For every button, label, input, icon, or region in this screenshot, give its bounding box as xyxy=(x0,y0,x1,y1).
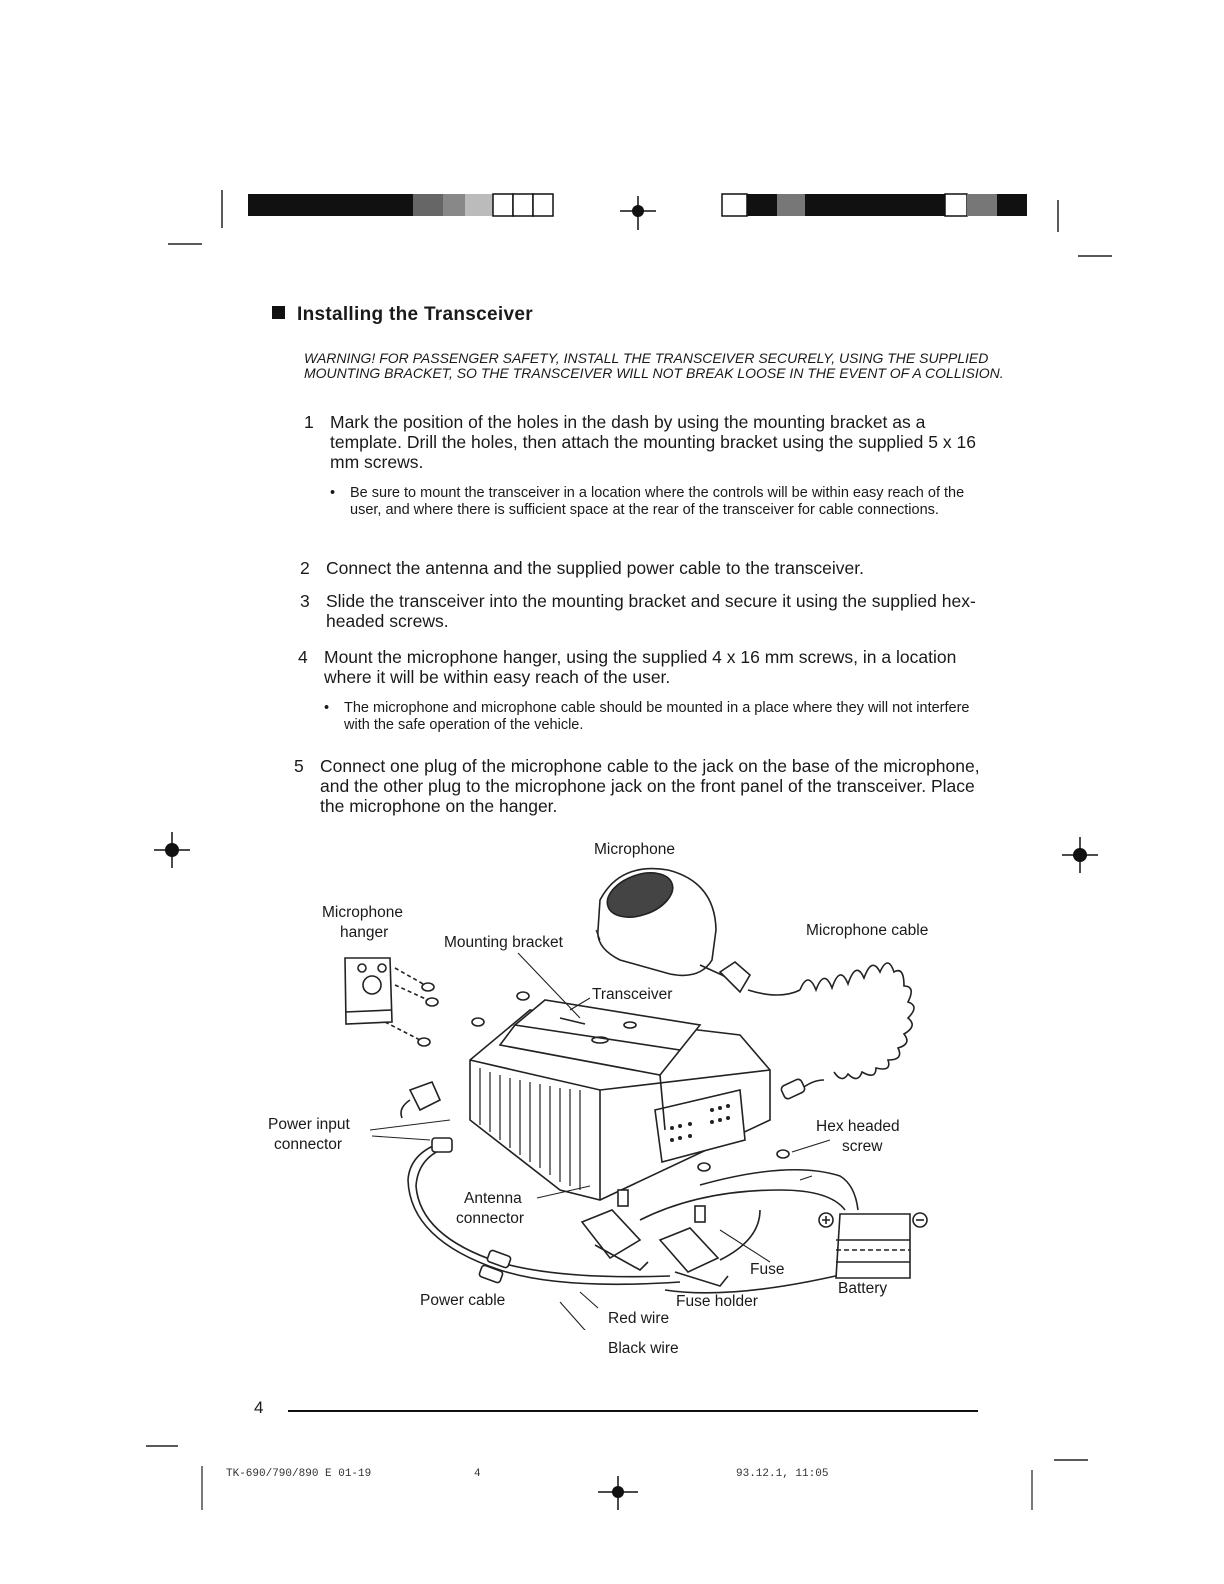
battery-drawing xyxy=(818,1212,928,1279)
label-black-wire: Black wire xyxy=(608,1340,679,1357)
section-heading: Installing the Transceiver xyxy=(272,304,533,326)
registration-marks-bottom xyxy=(146,1445,1088,1510)
fuse-holder-drawing xyxy=(580,1189,729,1287)
label-mounting-bracket: Mounting bracket xyxy=(444,934,563,951)
power-cable-drawing xyxy=(407,1137,681,1286)
label-antenna-line2: connector xyxy=(456,1210,525,1227)
label-microphone-cable: Microphone cable xyxy=(806,922,929,939)
mounting-bracket-drawing xyxy=(498,999,702,1131)
print-timestamp: 93.12.1, 11:05 xyxy=(736,1468,829,1480)
footer-mark: 4 xyxy=(474,1468,481,1480)
installation-diagram xyxy=(344,867,928,1330)
label-transceiver: Transceiver xyxy=(592,986,673,1003)
page-number: 4 xyxy=(254,1398,264,1417)
crosshair-right-icon xyxy=(1062,837,1098,873)
crosshair-icon xyxy=(620,196,656,230)
label-power-cable: Power cable xyxy=(420,1292,506,1309)
label-hex-screw-line1: Hex headed xyxy=(816,1118,900,1135)
microphone-drawing xyxy=(597,867,752,994)
registration-marks-top xyxy=(168,190,1112,257)
label-power-input-line1: Power input xyxy=(268,1116,350,1133)
file-code: TK-690/790/890 E 01-19 xyxy=(226,1468,372,1480)
label-fuse-holder: Fuse holder xyxy=(676,1293,758,1310)
label-power-input-line2: connector xyxy=(274,1136,343,1153)
crosshair-bottom-icon xyxy=(598,1476,638,1510)
transceiver-drawing xyxy=(469,1009,771,1201)
label-microphone-hanger-line1: Microphone xyxy=(322,904,403,921)
label-red-wire: Red wire xyxy=(608,1310,670,1327)
label-microphone: Microphone xyxy=(594,841,675,858)
microphone-hanger-drawing xyxy=(344,957,439,1047)
label-battery: Battery xyxy=(838,1280,888,1297)
microphone-cable-drawing xyxy=(747,962,915,1100)
warning-text: WARNING! FOR PASSENGER SAFETY, INSTALL T… xyxy=(304,350,1004,381)
label-fuse: Fuse xyxy=(750,1261,785,1278)
label-microphone-hanger-line2: hanger xyxy=(340,924,389,941)
bullet-square-icon xyxy=(272,306,285,319)
label-hex-screw-line2: screw xyxy=(842,1138,883,1155)
label-antenna-line1: Antenna xyxy=(464,1190,522,1207)
crosshair-left-icon xyxy=(154,832,190,868)
footer-rule xyxy=(288,1410,978,1412)
